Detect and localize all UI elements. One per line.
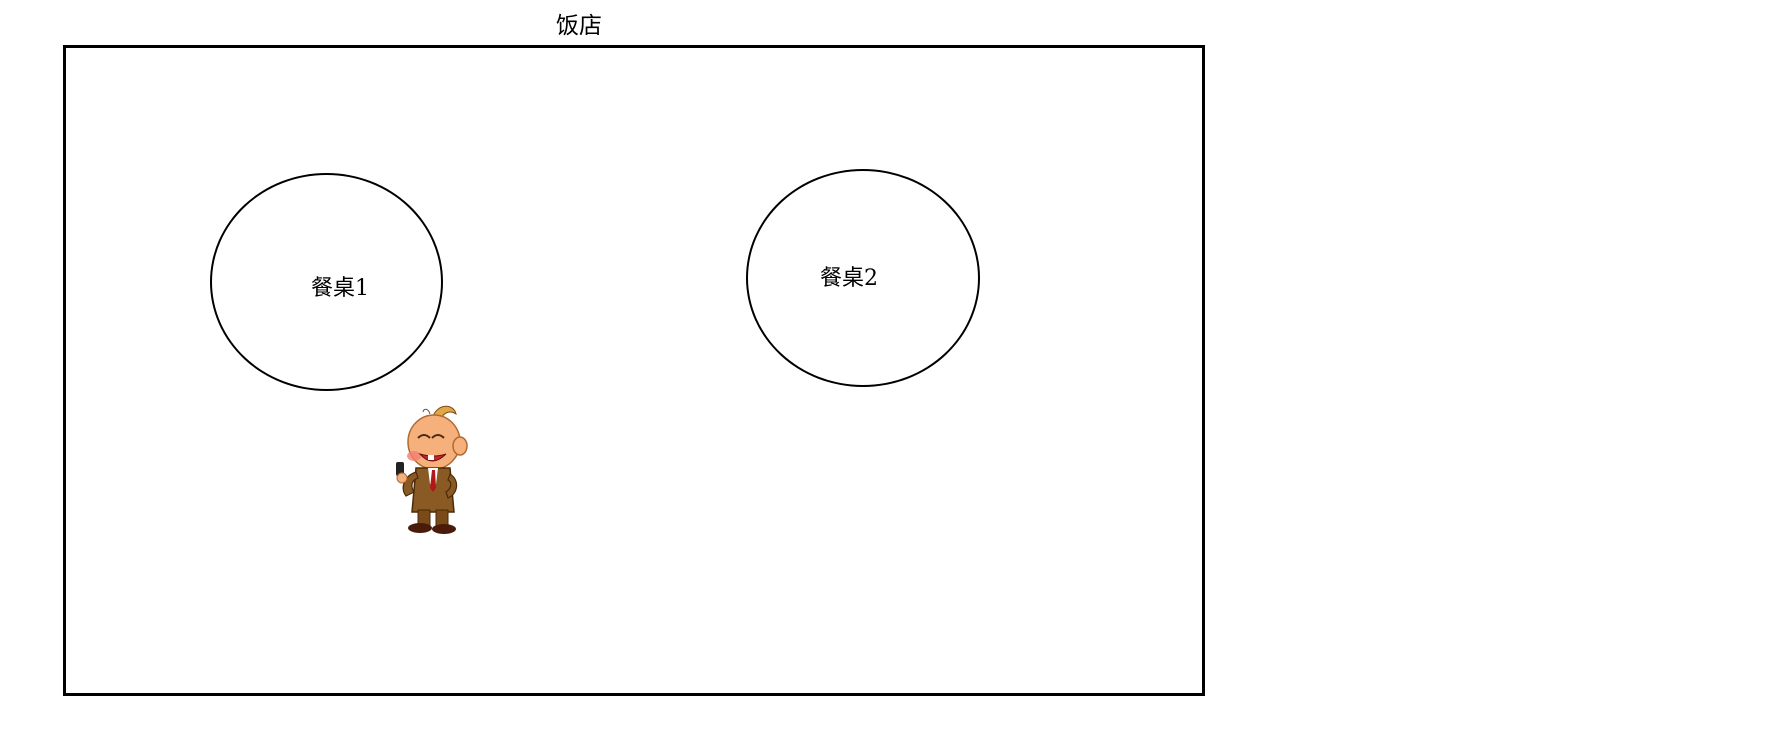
table-1-label: 餐桌1 [311, 276, 369, 301]
table-2[interactable] [746, 169, 980, 387]
waiter-character-graphic [396, 405, 468, 534]
restaurant-room[interactable] [63, 45, 1205, 696]
table-1[interactable] [210, 173, 443, 391]
table-2-label: 餐桌2 [820, 266, 878, 291]
waiter-character-icon[interactable] [390, 400, 480, 535]
restaurant-title: 饭店 [556, 13, 602, 39]
